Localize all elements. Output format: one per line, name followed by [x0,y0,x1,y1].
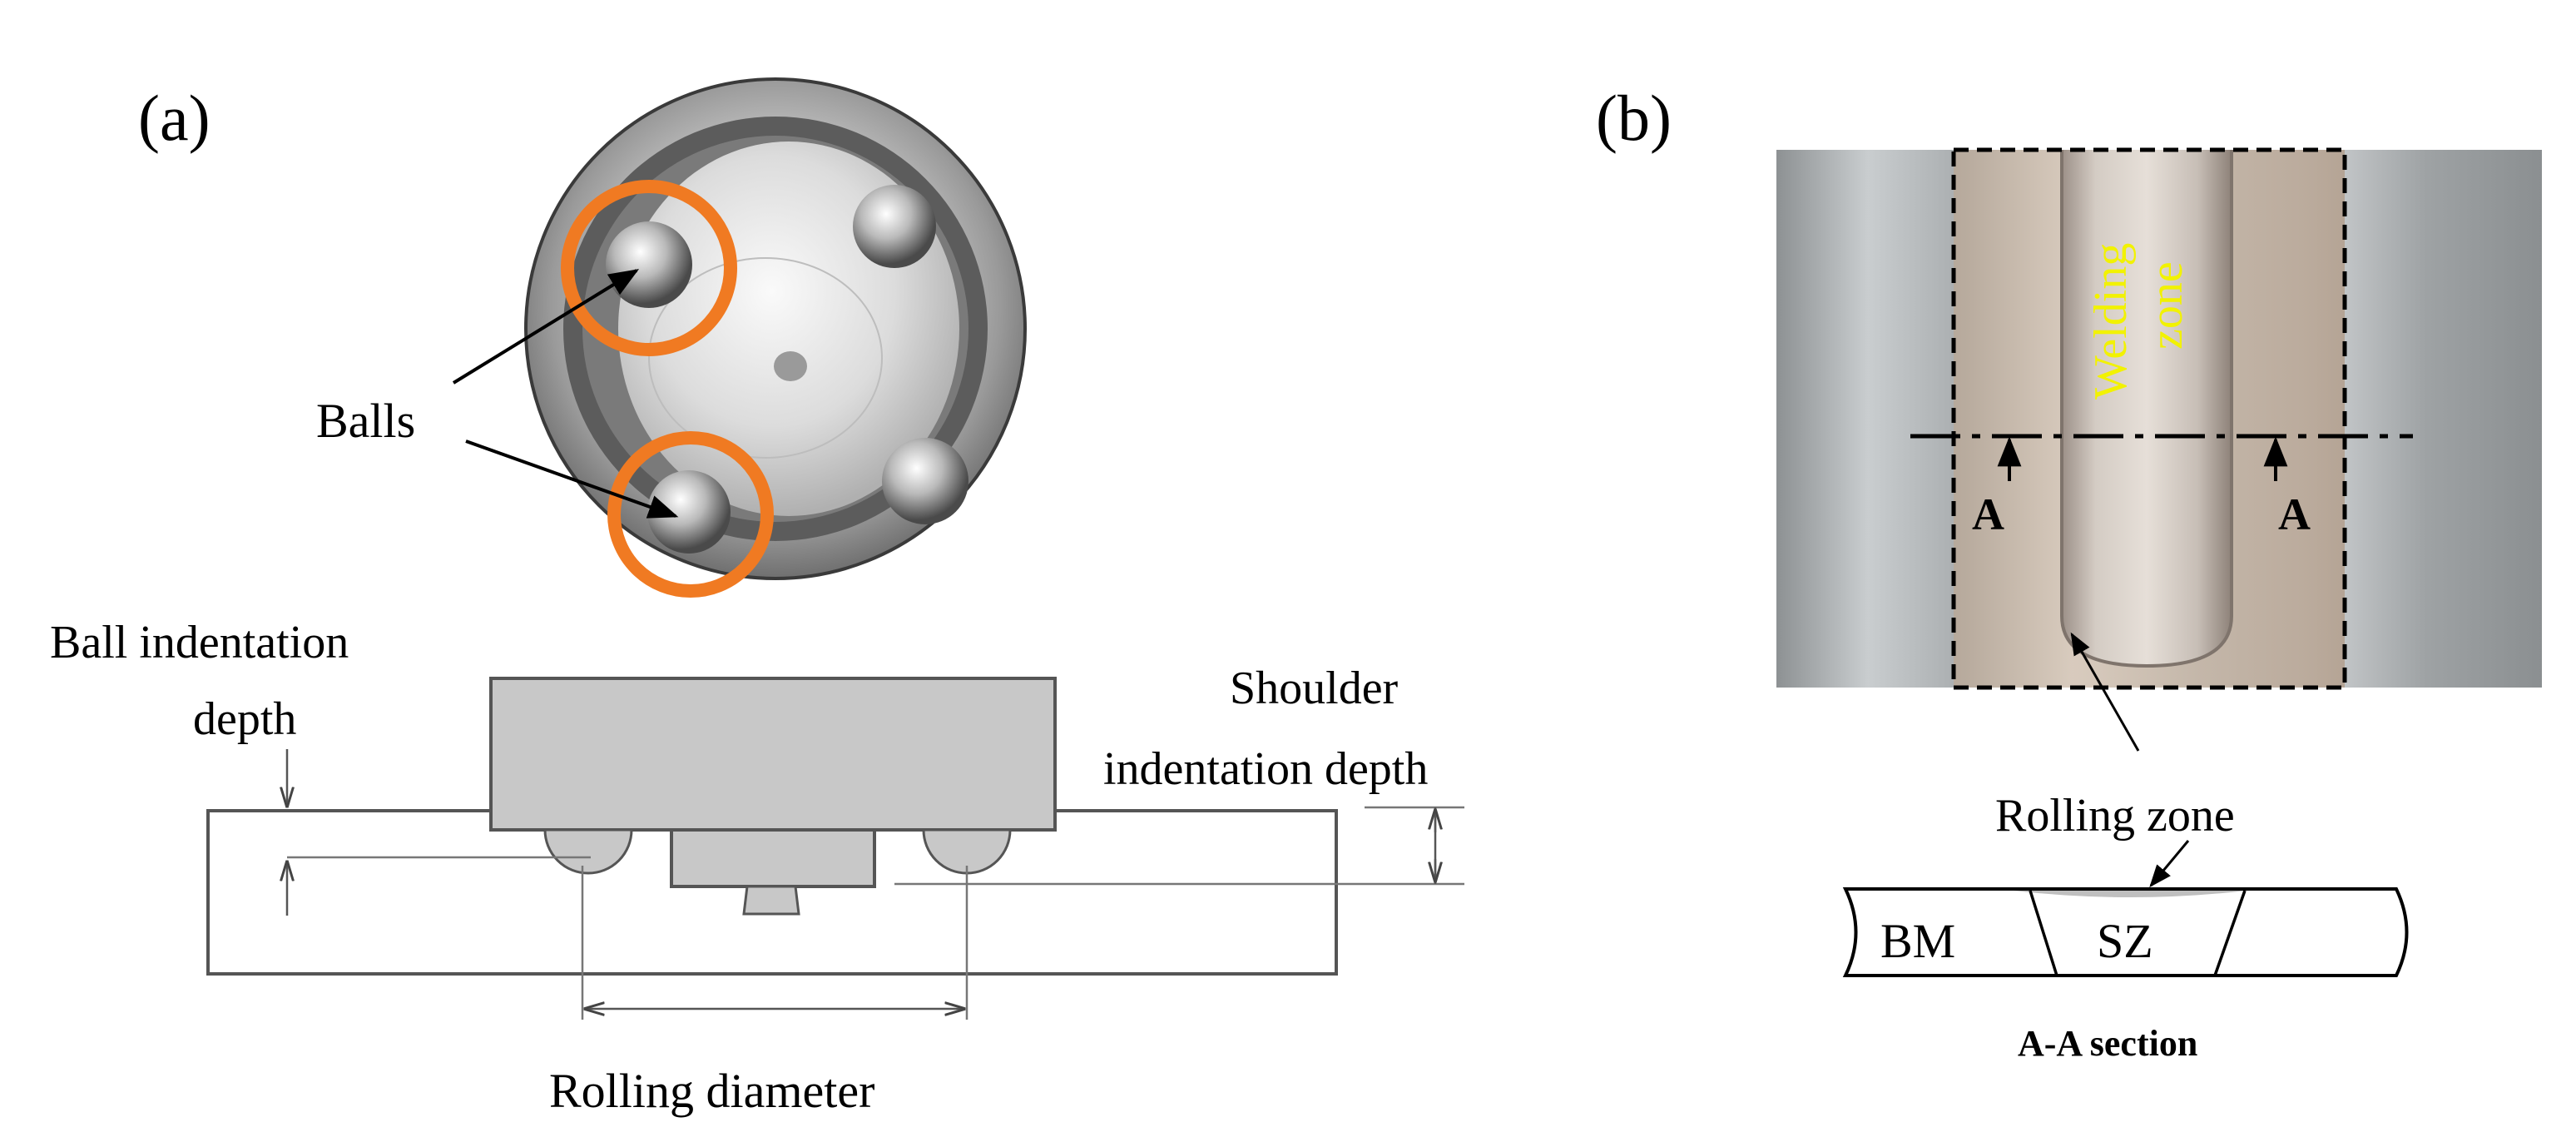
section-mark-left: A [1972,489,2004,539]
ball-top-left [606,221,692,308]
rolling-zone-section-arrow [2149,840,2190,888]
cross-section [1842,840,2409,977]
highlight-circle-top [561,180,737,356]
svg-text:Welding: Welding [2085,243,2137,400]
tool-pin-tip [742,885,800,916]
shoulder-indentation-label-line2: indentation depth [1103,743,1428,795]
tool-shoulder [489,677,1057,832]
ball-bottom-right [882,438,968,524]
welding-zone-text: Welding zone [2085,243,2192,400]
panel-a-label: (a) [138,82,211,154]
side-view-schematic [206,677,1464,1020]
weld-groove [2062,150,2232,666]
rolling-diameter-label: Rolling diameter [549,1064,874,1118]
svg-text:zone: zone [2141,261,2192,350]
balls-arrow-bottom [465,439,679,519]
ball-right-side [922,828,1012,875]
ball-bottom-left [647,470,731,554]
ball-top-right [853,185,936,268]
bm-label: BM [1880,914,1955,968]
welding-zone-box [1951,147,2347,690]
balls-arrow-top [452,269,640,385]
ball-left-side [543,828,633,875]
shoulder-indentation-label-line1: Shoulder [1230,663,1399,714]
section-mark-right: A [2278,489,2311,539]
section-caption: A-A section [2018,1023,2197,1064]
rolling-zone-layer [2014,891,2247,897]
rolling-zone-pointer [2070,632,2140,752]
sz-label: SZ [2097,914,2153,968]
ball-indentation-label-line2: depth [193,693,296,745]
panel-b-label: (b) [1596,82,1672,154]
tool-pin [670,828,876,888]
balls-label: Balls [316,394,415,448]
highlight-circle-bottom [607,431,774,598]
rolling-zone-label: Rolling zone [1995,790,2235,842]
weld-photo [1776,150,2542,688]
ball-indentation-label-line1: Ball indentation [50,617,349,668]
